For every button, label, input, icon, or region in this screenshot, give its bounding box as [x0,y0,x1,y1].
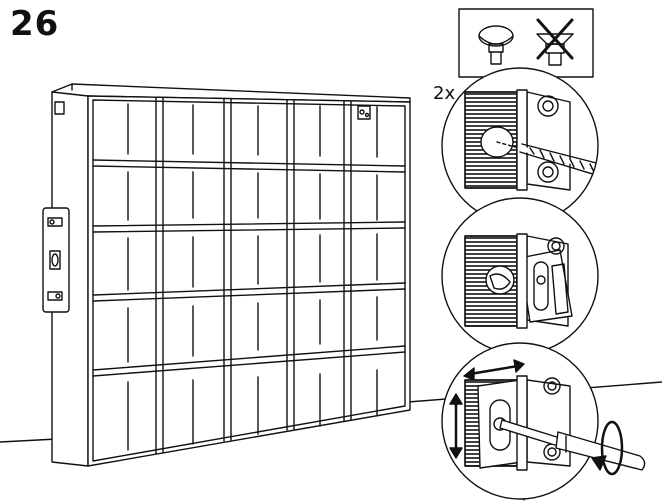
double-arrow-vertical-icon [449,393,463,459]
detail-circle-bracket-mount [442,198,598,354]
dome-head-screw-icon [478,25,514,65]
quantity-label: 2x [433,83,456,104]
bracket-marker-right [357,105,371,120]
rotate-clockwise-icon [591,420,624,476]
spirit-level-icon [42,207,70,313]
crossed-out-screw-icon [536,18,574,66]
bracket-marker-left [54,101,65,115]
detail-circle-screw-insert [442,68,598,224]
double-arrow-horizontal-icon [463,359,525,381]
shelf-unit [51,83,411,467]
detail-circle-adjust-bracket [442,343,598,499]
step-number: 26 [10,4,60,44]
screwdriver-icon [499,419,646,471]
